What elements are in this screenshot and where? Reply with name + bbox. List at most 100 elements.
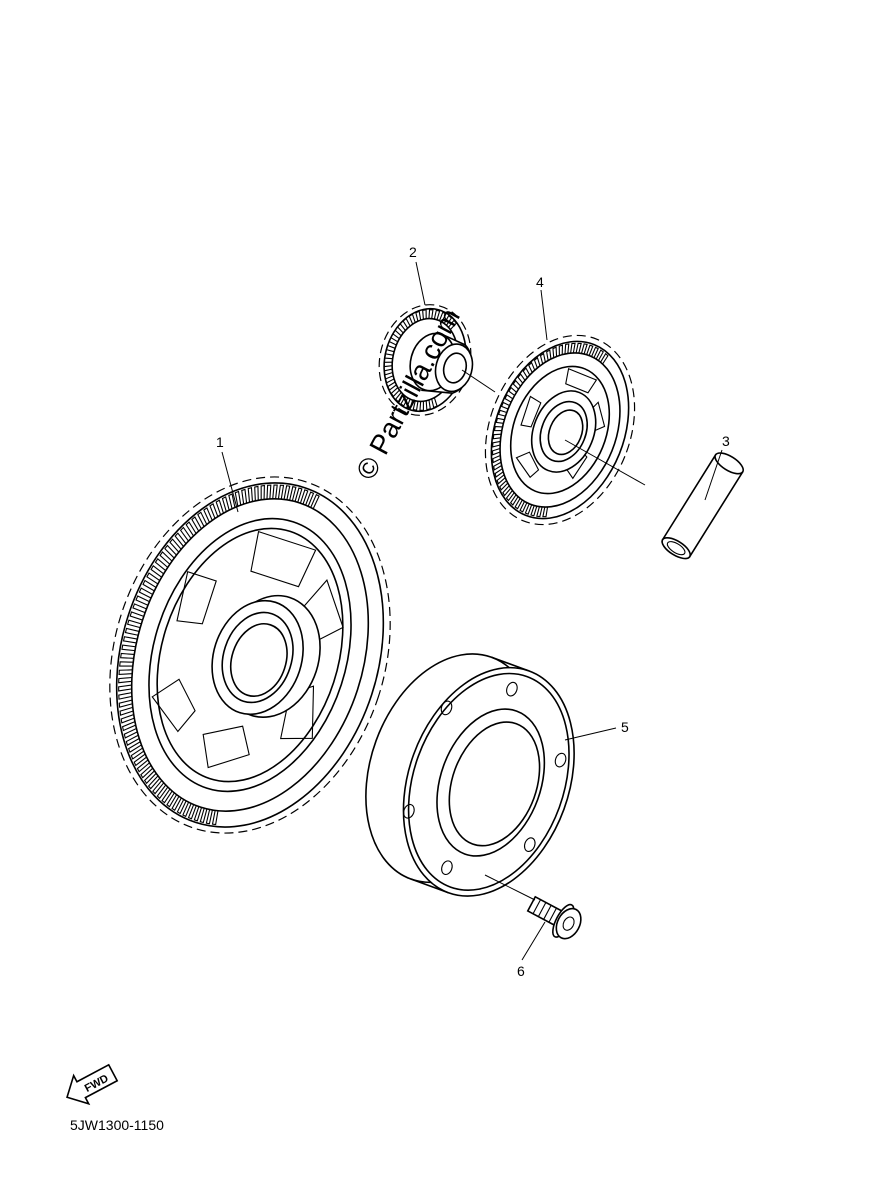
shaft-pin-icon — [661, 452, 745, 560]
gear-tooth — [310, 493, 320, 510]
gear-tooth — [497, 409, 507, 417]
leader-lines — [221, 261, 723, 961]
gear-tooth — [600, 352, 609, 365]
gear-tooth — [289, 486, 297, 502]
gear-tooth — [169, 538, 182, 553]
gear-tooth — [123, 728, 138, 739]
starter-clutch-icon — [365, 653, 575, 897]
callout-labels: 1 2 3 4 5 6 — [216, 244, 730, 979]
gear-tooth — [254, 485, 259, 501]
gear-tooth — [154, 557, 169, 572]
gear-tooth — [166, 792, 178, 808]
gear-tooth — [419, 401, 424, 411]
gear-tooth — [575, 342, 582, 354]
large-ring-gear-icon — [109, 476, 391, 834]
gear-tooth — [119, 706, 134, 716]
idler-gear-icon — [484, 334, 636, 526]
gear-tooth — [492, 440, 501, 448]
gear-tooth — [174, 532, 187, 547]
small-idler-gear-icon — [378, 304, 474, 416]
gear-tooth — [125, 734, 140, 746]
gear-tooth — [496, 474, 506, 485]
gear-tooth — [266, 484, 272, 500]
gear-tooth — [402, 317, 411, 329]
gear-tooth — [388, 336, 399, 346]
gear-tooth — [176, 799, 187, 815]
gear-tooth — [406, 398, 414, 410]
gear-tooth — [400, 395, 409, 407]
gear-tooth — [203, 507, 213, 523]
gear-tooth — [159, 551, 173, 565]
gear-tooth — [514, 498, 523, 510]
gear-tooth — [546, 349, 552, 361]
gear-tooth — [171, 796, 182, 812]
gear-tooth — [558, 344, 564, 356]
gear-tooth — [499, 480, 509, 491]
bolt-icon — [526, 895, 582, 940]
gear-tooth — [385, 344, 396, 353]
gear-tooth — [383, 361, 393, 368]
gear-tooth — [384, 353, 394, 360]
gear-tooth — [121, 644, 136, 652]
gear-tooth — [121, 721, 136, 732]
gear-tooth — [191, 516, 202, 532]
gear-tooth — [428, 309, 434, 319]
gear-tooth — [528, 361, 536, 373]
gear-tooth — [133, 753, 147, 767]
gear-tooth — [247, 487, 253, 503]
gear-tooth — [504, 394, 514, 403]
gear-tooth — [147, 775, 161, 790]
gear-tooth — [519, 501, 528, 513]
gear-tooth — [383, 368, 393, 376]
gear-tooth — [533, 356, 541, 369]
gear-spokes — [151, 530, 344, 769]
gear-tooth — [494, 468, 504, 478]
gear-tooth — [591, 346, 599, 358]
gear-tooth — [517, 373, 526, 384]
gear-tooth — [234, 490, 242, 507]
gear-tooth — [439, 311, 447, 323]
gear-tooth — [187, 804, 197, 820]
gear-tooth — [542, 506, 549, 518]
gear-tooth — [392, 329, 402, 340]
gear-tooth — [209, 503, 219, 519]
gear-tooth — [505, 490, 515, 502]
gear-tooth — [260, 484, 265, 500]
callout-5: 5 — [621, 719, 629, 735]
gear-tooth — [305, 491, 315, 507]
gear-tooth — [492, 454, 501, 464]
gear-teeth-2 — [383, 309, 458, 411]
gear-tooth — [228, 493, 236, 509]
gear-tooth — [120, 714, 135, 724]
callout-1: 1 — [216, 434, 224, 450]
gear-tooth — [126, 619, 142, 629]
clutch-bolt-holes — [403, 681, 567, 876]
gear-tooth — [161, 788, 173, 804]
gear-tooth — [118, 699, 133, 708]
gear-tooth — [118, 676, 132, 684]
gear-tooth — [164, 544, 177, 559]
gear-tooth — [448, 319, 458, 330]
gear-tooth — [492, 448, 501, 456]
gear-tooth — [277, 484, 285, 500]
gear-tooth — [150, 565, 164, 578]
gear-tooth — [512, 379, 521, 390]
callout-4: 4 — [536, 274, 544, 290]
gear-tooth — [136, 759, 150, 773]
gear-tooth — [431, 397, 438, 409]
gear-tooth — [422, 309, 427, 320]
gear-tooth — [215, 499, 224, 516]
gear-tooth — [493, 461, 502, 471]
gear-tooth — [564, 343, 570, 354]
gear-tooth — [522, 367, 531, 378]
gear-tooth — [221, 496, 230, 512]
gear-tooth — [179, 526, 192, 542]
gear-tooth — [408, 313, 416, 325]
gear-tooth — [500, 401, 510, 410]
gear-tooth — [129, 611, 144, 621]
gear-tooth — [193, 806, 203, 822]
gear-tooth — [272, 484, 278, 499]
forward-arrow-icon: FWD — [66, 1063, 119, 1106]
gear-tooth — [493, 425, 503, 432]
